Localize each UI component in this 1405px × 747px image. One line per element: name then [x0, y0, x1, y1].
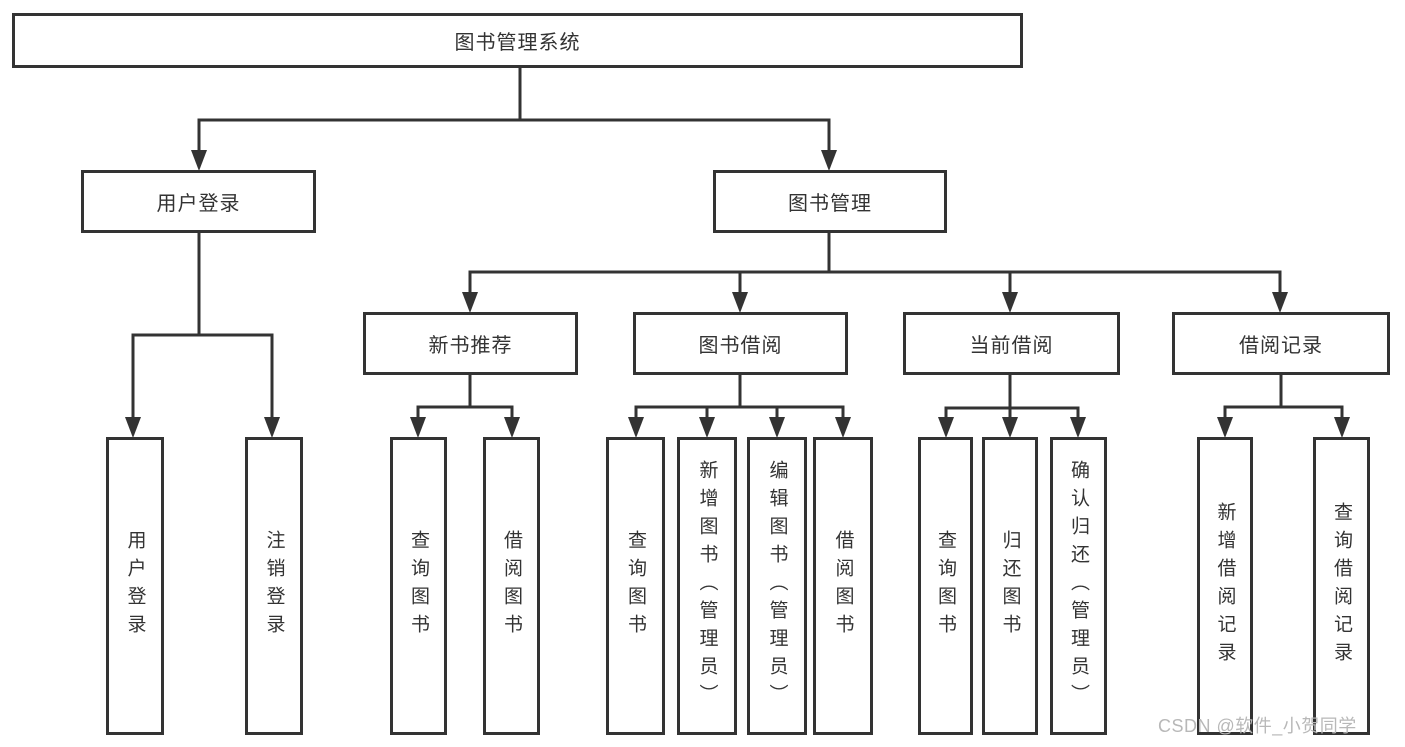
- leaf-bb-borrow-books: 借阅图书: [813, 437, 873, 735]
- node-root: 图书管理系统: [12, 13, 1023, 68]
- leaf-br-add-borrow-record: 新增借阅记录: [1197, 437, 1253, 735]
- node-current-borrow: 当前借阅: [903, 312, 1120, 375]
- connector-strokes: [131, 66, 1344, 421]
- node-new-book-recommend: 新书推荐: [363, 312, 578, 375]
- leaf-user-login: 用户登录: [106, 437, 164, 735]
- leaf-bb-add-books-admin: 新增图书（管理员）: [677, 437, 737, 735]
- leaf-logout-login: 注销登录: [245, 437, 303, 735]
- leaf-cb-return-books: 归还图书: [982, 437, 1038, 735]
- leaf-cb-confirm-return-admin: 确认归还（管理员）: [1050, 437, 1107, 735]
- leaf-bb-query-books: 查询图书: [606, 437, 665, 735]
- node-book-borrow: 图书借阅: [633, 312, 848, 375]
- leaf-cb-query-books: 查询图书: [918, 437, 973, 735]
- csdn-watermark: CSDN @软件_小贺同学: [1158, 716, 1357, 736]
- leaf-nbr-query-books: 查询图书: [390, 437, 447, 735]
- leaf-br-query-borrow-record: 查询借阅记录: [1313, 437, 1370, 735]
- node-borrow-records: 借阅记录: [1172, 312, 1390, 375]
- node-user-login: 用户登录: [81, 170, 316, 233]
- node-book-management: 图书管理: [713, 170, 947, 233]
- leaf-bb-edit-books-admin: 编辑图书（管理员）: [747, 437, 807, 735]
- leaf-nbr-borrow-books: 借阅图书: [483, 437, 540, 735]
- arrowheads: [125, 150, 1350, 438]
